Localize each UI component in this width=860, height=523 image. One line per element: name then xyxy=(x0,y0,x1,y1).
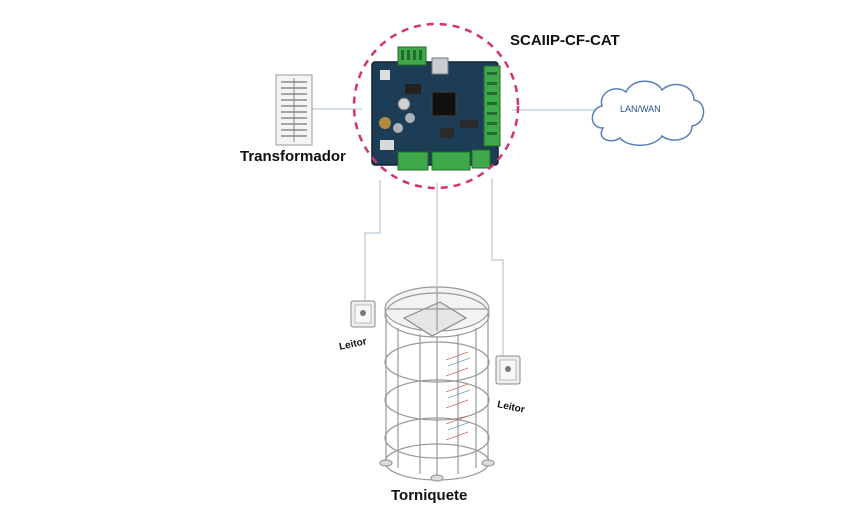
turnstile-label: Torniquete xyxy=(391,487,468,504)
controller-label: SCAIIP-CF-CAT xyxy=(510,32,620,49)
transformer-label: Transformador xyxy=(240,148,346,165)
connector-lines xyxy=(312,108,598,356)
reader-right-device xyxy=(495,355,521,385)
network-label: LAN/WAN xyxy=(620,104,661,114)
reader-left-link xyxy=(364,180,381,302)
cloud-shape xyxy=(591,80,705,146)
turnstile-device xyxy=(379,286,495,482)
transformer-device xyxy=(275,74,313,146)
controller-board xyxy=(371,46,501,171)
reader-right-link xyxy=(491,178,504,356)
highlight-circle xyxy=(352,22,520,190)
reader-left-device xyxy=(350,300,376,328)
